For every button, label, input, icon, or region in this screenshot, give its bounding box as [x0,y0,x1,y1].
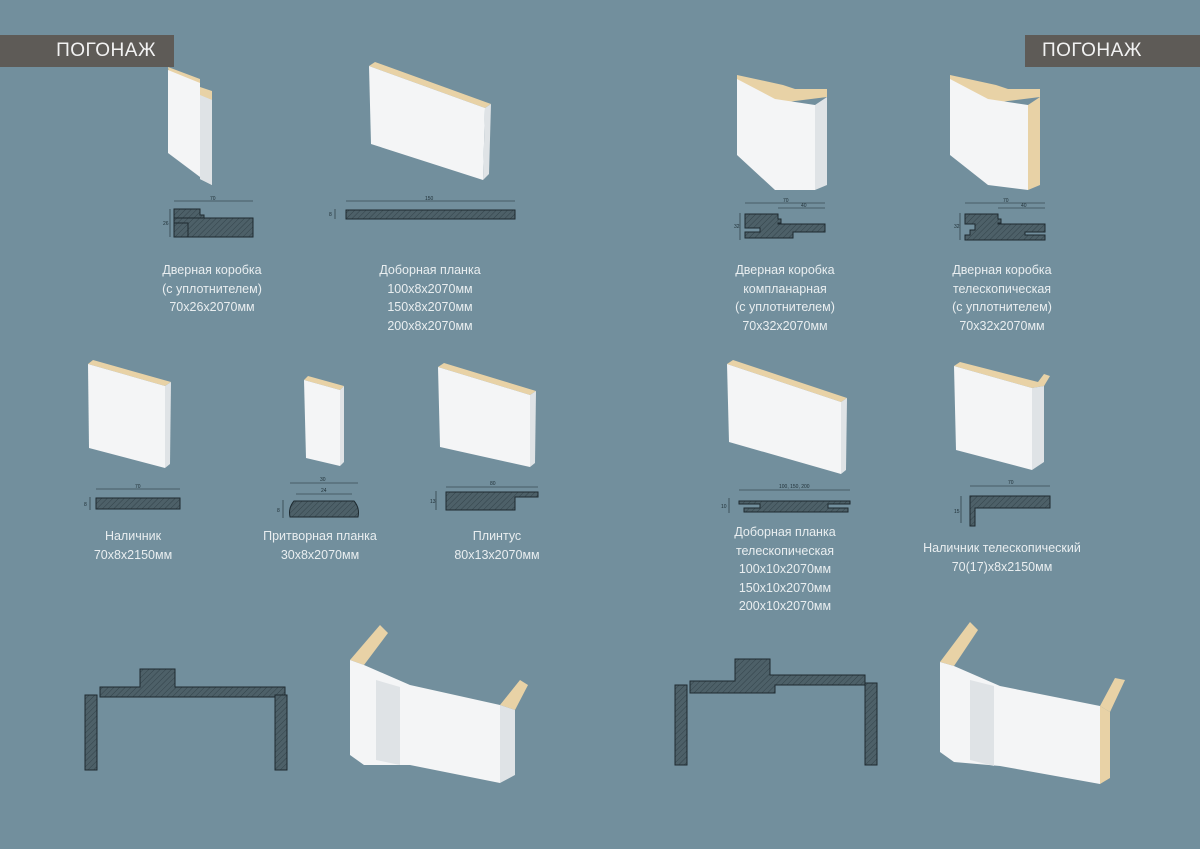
caption-line: Плинтус [472,529,522,543]
caption-coplanar-frame: Дверная коробка компланарная (с уплотнител… [675,261,895,335]
coplanar-frame-render [737,75,827,190]
dim-height: 8 [277,508,280,514]
caption-extension-board: Доборная планка 100x8x2070мм 150x8x2070мм 2… [320,261,540,335]
caption-line: Дверная коробка [735,263,835,277]
caption-line: 150x10x2070мм [738,580,832,595]
caption-line: 70x32x2070мм [959,318,1045,333]
dim-height: 15 [954,509,960,515]
dim-height: 10 [721,504,727,510]
caption-line: 100x8x2070мм [387,281,473,296]
dim-height: 13 [430,499,436,505]
extension-board-section: 150 8 [329,196,516,220]
caption-line: 200x8x2070мм [387,318,473,333]
caption-line: 70x8x2150мм [93,547,173,562]
skirting-section: 80 13 [430,481,539,511]
dim-height: 32 [954,224,960,230]
caption-line: 100x10x2070мм [738,562,832,576]
header-text: ПОГОНАЖ [56,40,156,61]
dim-width: 100, 150, 200 [779,484,810,490]
door-frame-render [168,67,212,185]
caption-line: телескопическая [952,281,1052,296]
rebate-strip-render [304,376,344,466]
casing-render [88,360,171,468]
dim-width: 70 [1008,480,1014,486]
caption-rebate-strip: Притворная планка 30x8x2070мм [210,527,430,564]
frame-assembly-render-right [940,622,1125,784]
dim-inner: 24 [321,488,327,494]
rebate-strip-section: 30 24 8 [277,477,359,518]
caption-line: Дверная коробка [162,263,262,277]
caption-telescopic-extension: Доборная планка телескопическая 100x10x207… [675,523,895,616]
header-text: ПОГОНАЖ [1042,40,1142,61]
casing-section: 70 8 [84,484,181,510]
caption-line: 200x10x2070мм [738,599,832,613]
caption-line: 70x26x2070мм [169,300,255,314]
dim-width: 70 [135,484,141,490]
dim-width: 70 [210,196,216,202]
telescopic-frame-render [950,75,1040,190]
dim-height: 8 [329,212,332,218]
telescopic-frame-section: 70 40 32 [954,198,1046,241]
dim-width: 70 [1003,198,1009,204]
frame-assembly-render-left [350,625,528,783]
caption-line: 70(17)x8x2150мм [951,559,1053,574]
caption-telescopic-casing: Наличник телескопический 70(17)x8x2150мм [892,539,1112,576]
dim-width: 150 [425,196,434,202]
dim-height: 32 [734,224,740,230]
caption-skirting: Плинтус 80x13x2070мм [387,527,607,564]
caption-line: Притворная планка [263,529,377,543]
dim-height: 26 [163,221,169,227]
dim-offset: 40 [801,203,807,209]
skirting-render [438,363,536,467]
dim-width: 70 [783,198,789,204]
caption-line: Доборная планка [734,525,836,539]
caption-line: 70x32x2070мм [742,318,828,333]
coplanar-frame-section: 70 40 32 [734,198,826,240]
section-header-right: ПОГОНАЖ [1025,35,1200,67]
frame-assembly-section-left [84,668,288,771]
caption-line: компланарная [743,281,827,296]
telescopic-extension-section: 100, 150, 200 10 [721,484,851,513]
caption-line: Доборная планка [379,263,481,277]
caption-line: 80x13x2070мм [454,547,540,562]
caption-line: 150x8x2070мм [387,300,473,314]
dim-width: 80 [490,481,496,487]
telescopic-casing-render [954,362,1050,470]
dim-height: 8 [84,502,87,508]
caption-casing: Наличник 70x8x2150мм [23,527,243,564]
caption-line: Дверная коробка [952,263,1052,277]
caption-line: Наличник [104,529,162,543]
frame-assembly-section-right [674,658,878,766]
telescopic-casing-section: 70 15 [954,480,1051,527]
dim-width: 30 [320,477,326,483]
caption-line: Наличник телескопический [923,541,1081,555]
dim-offset: 40 [1021,203,1027,209]
caption-line: (с уплотнителем) [162,281,262,296]
door-frame-section: 70 26 [163,196,254,238]
caption-line: телескопическая [735,543,835,558]
caption-door-frame: Дверная коробка (с уплотнителем) 70x26x207… [102,261,322,317]
telescopic-extension-render [727,360,847,474]
caption-line: (с уплотнителем) [735,300,835,314]
section-header-left: ПОГОНАЖ [0,35,174,67]
caption-line: (с уплотнителем) [952,300,1052,314]
caption-line: 30x8x2070мм [280,547,360,562]
extension-board-render [369,62,491,180]
caption-telescopic-frame: Дверная коробка телескопическая (с уплотни… [892,261,1112,335]
